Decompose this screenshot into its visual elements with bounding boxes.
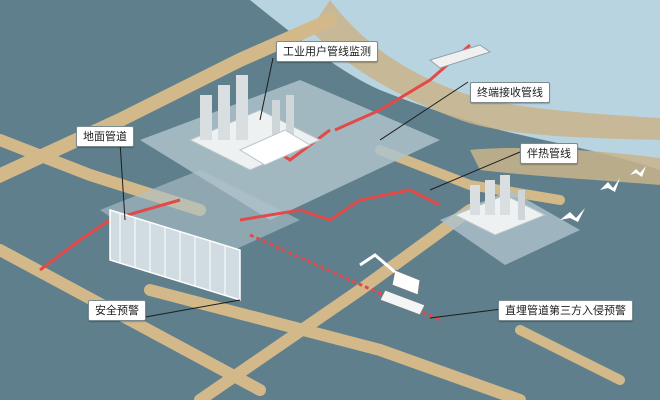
leader-terminal — [379, 81, 469, 141]
leader-industrial — [259, 57, 274, 121]
right-plant — [453, 175, 547, 236]
leader-ground — [119, 141, 126, 221]
seagull-3 — [630, 166, 646, 177]
seagulls — [560, 166, 646, 222]
pier — [428, 44, 492, 69]
seagull-1 — [560, 208, 585, 222]
callout-ground-pipeline: 地面管道 — [76, 126, 134, 147]
callout-terminal-pipeline: 终端接收管线 — [470, 82, 550, 103]
plant-chimney-2 — [286, 95, 294, 145]
leader-lines — [119, 57, 521, 319]
heat-tracing-line — [239, 188, 441, 222]
callout-safety-warning: 安全预警 — [88, 300, 146, 321]
excavator — [359, 253, 426, 316]
plant-tower-1 — [200, 95, 212, 140]
plant-tower-2 — [218, 85, 230, 140]
right-chimney — [518, 190, 525, 220]
ground-plaza — [100, 170, 300, 270]
right-tower-3 — [500, 175, 510, 215]
right-tower-2 — [485, 180, 495, 215]
main-plant — [188, 75, 322, 171]
seagull-2 — [600, 178, 620, 192]
callout-industrial-monitoring: 工业用户管线监测 — [276, 41, 378, 62]
callout-third-party-intrusion: 直埋管道第三方入侵预警 — [498, 300, 633, 321]
leader-intrusion — [429, 307, 511, 319]
ground-pipeline-line — [39, 198, 181, 272]
shoreline — [310, 0, 660, 140]
plant-tower-3 — [236, 75, 248, 140]
leader-safety — [139, 299, 241, 319]
plant-chimney-1 — [272, 100, 280, 145]
sandbar — [470, 147, 660, 185]
right-tower-1 — [470, 185, 480, 215]
leader-heat — [429, 151, 521, 191]
callout-heat-tracing: 伴热管线 — [520, 143, 578, 164]
